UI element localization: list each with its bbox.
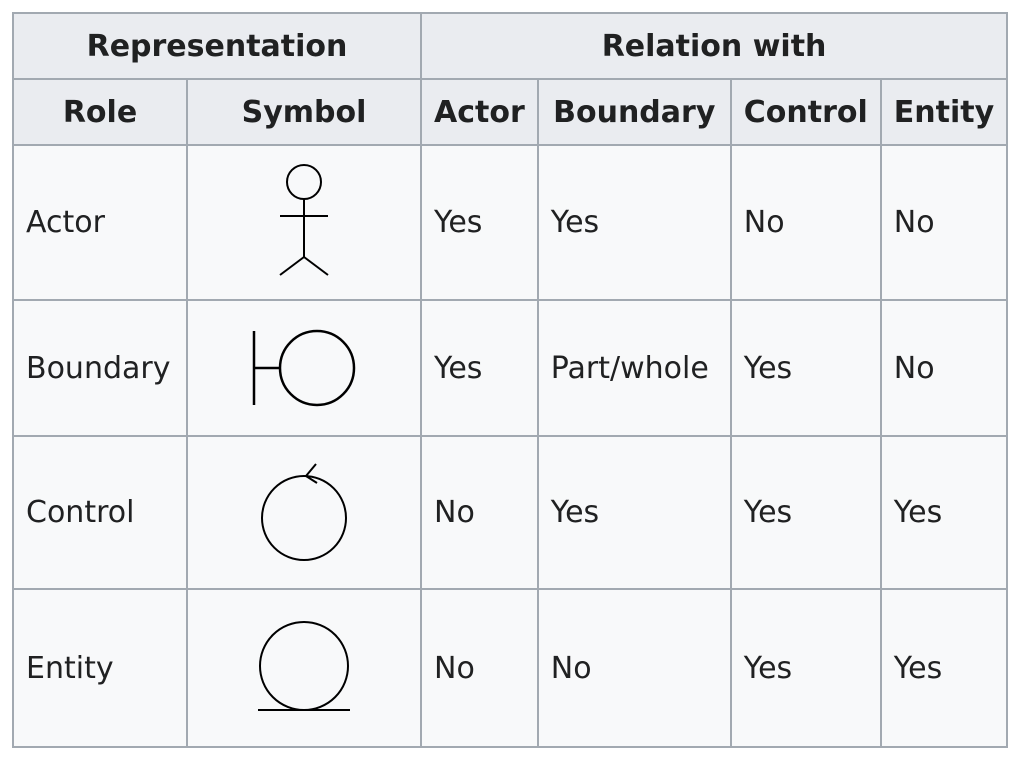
- table-row: Control No Yes Yes Yes: [12, 435, 1009, 590]
- control-icon: [261, 462, 347, 561]
- actor-relation-cell: No: [420, 435, 539, 590]
- representation-header: Representation: [12, 12, 422, 80]
- role-cell: Control: [12, 435, 188, 590]
- entity-icon: [258, 621, 350, 711]
- entity-column-header: Entity: [879, 78, 1009, 146]
- group-header-row: Representation Relation with: [12, 12, 1009, 80]
- control-column-header: Control: [729, 78, 882, 146]
- relations-table: Representation Relation with Role Symbol…: [12, 12, 1009, 748]
- role-cell: Actor: [12, 144, 188, 301]
- role-column-header: Role: [12, 78, 188, 146]
- boundary-column-header: Boundary: [536, 78, 732, 146]
- symbol-cell: [186, 588, 422, 748]
- symbol-cell: [186, 435, 422, 590]
- role-cell: Entity: [12, 588, 188, 748]
- entity-relation-cell: No: [879, 144, 1009, 301]
- actor-relation-cell: Yes: [420, 299, 539, 437]
- table-row: Actor Yes Yes No No: [12, 144, 1009, 301]
- table-row: Entity No No Yes Yes: [12, 588, 1009, 748]
- actor-relation-cell: Yes: [420, 144, 539, 301]
- control-relation-cell: Yes: [729, 435, 882, 590]
- table-row: Boundary Yes Part/whole Yes No: [12, 299, 1009, 437]
- symbol-cell: [186, 144, 422, 301]
- actor-relation-cell: No: [420, 588, 539, 748]
- entity-relation-cell: No: [879, 299, 1009, 437]
- actor-stick-figure-icon: [279, 163, 329, 276]
- entity-relation-cell: Yes: [879, 588, 1009, 748]
- control-relation-cell: Yes: [729, 299, 882, 437]
- role-cell: Boundary: [12, 299, 188, 437]
- control-relation-cell: Yes: [729, 588, 882, 748]
- symbol-column-header: Symbol: [186, 78, 422, 146]
- relation-with-header: Relation with: [419, 12, 1009, 80]
- control-relation-cell: No: [729, 144, 882, 301]
- boundary-relation-cell: Yes: [536, 144, 732, 301]
- actor-column-header: Actor: [420, 78, 539, 146]
- boundary-relation-cell: Part/whole: [536, 299, 732, 437]
- boundary-relation-cell: No: [536, 588, 732, 748]
- boundary-relation-cell: Yes: [536, 435, 732, 590]
- entity-relation-cell: Yes: [879, 435, 1009, 590]
- boundary-icon: [252, 329, 356, 407]
- column-header-row: Role Symbol Actor Boundary Control Entit…: [12, 78, 1009, 146]
- symbol-cell: [186, 299, 422, 437]
